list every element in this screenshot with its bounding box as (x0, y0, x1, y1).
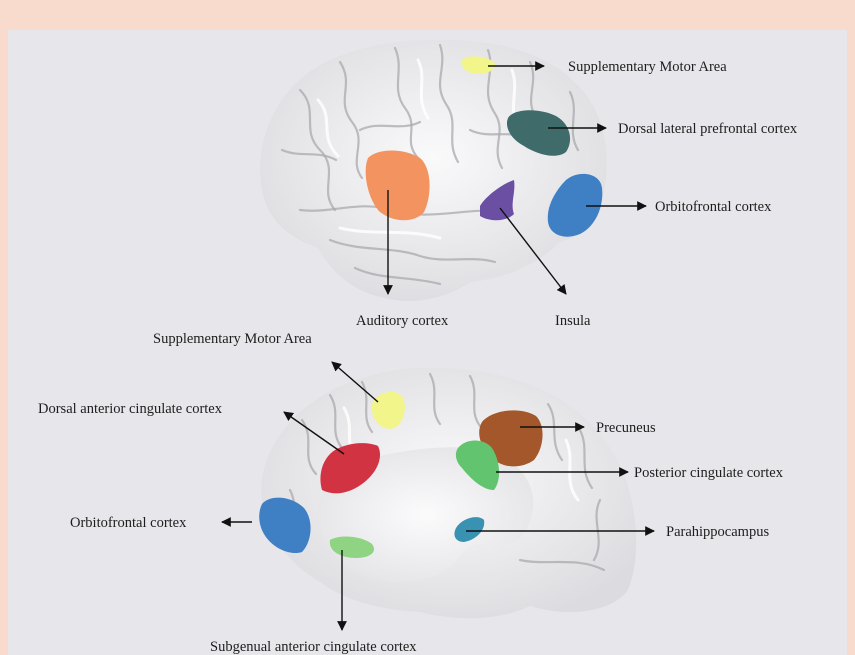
medial-sma-label: Supplementary Motor Area (153, 331, 312, 347)
medial-parahippocampus-label: Parahippocampus (666, 524, 769, 540)
lateral-sma-label: Supplementary Motor Area (568, 59, 727, 75)
medial-precuneus-label: Precuneus (596, 420, 656, 436)
medial-dacc-label: Dorsal anterior cingulate cortex (38, 401, 223, 417)
medial-pcc-label: Posterior cingulate cortex (634, 465, 784, 481)
lateral-ofc-label: Orbitofrontal cortex (655, 199, 772, 215)
lateral-auditory-label: Auditory cortex (356, 313, 449, 329)
medial-sgacc-label: Subgenual anterior cingulate cortex (210, 639, 417, 655)
lateral-insula-label: Insula (555, 313, 591, 329)
medial-ofc-label: Orbitofrontal cortex (70, 515, 187, 531)
lateral-dlpfc-label: Dorsal lateral prefrontal cortex (618, 121, 798, 137)
